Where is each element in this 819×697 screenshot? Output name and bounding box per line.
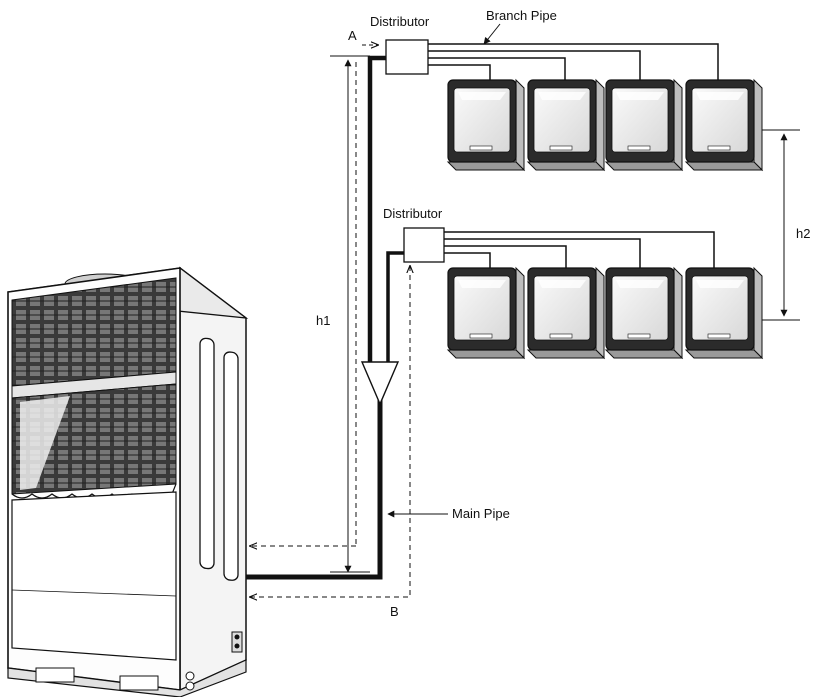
indoor-unit [604, 78, 684, 172]
branch-pipe-leader [483, 23, 501, 45]
label-distributor-top: Distributor [370, 14, 430, 29]
indoor-units [446, 78, 764, 360]
main-pipe-lower [386, 251, 404, 362]
indoor-unit [526, 78, 606, 172]
outdoor-unit [7, 266, 249, 697]
indoor-unit [684, 266, 764, 360]
indoor-unit [604, 266, 684, 360]
label-main-pipe: Main Pipe [452, 506, 510, 521]
y-joint [360, 361, 400, 406]
side-vent-slot [199, 337, 215, 570]
indoor-unit [526, 266, 606, 360]
indoor-unit [446, 266, 526, 360]
label-point-b: B [390, 604, 399, 619]
outdoor-unit-lower-panel [11, 491, 177, 661]
distributor-top [385, 39, 429, 75]
branch-pipes-bottom [444, 231, 715, 268]
main-pipe-upper [367, 55, 386, 362]
label-h1: h1 [316, 313, 330, 328]
indoor-unit [684, 78, 764, 172]
piping [246, 23, 800, 597]
main-pipe [246, 400, 383, 580]
label-distributor-bottom: Distributor [383, 206, 443, 221]
indoor-unit [446, 78, 526, 172]
service-port [231, 631, 243, 653]
label-point-a: A [348, 28, 357, 43]
dashed-path-b [250, 266, 410, 597]
label-branch-pipe: Branch Pipe [486, 8, 557, 23]
distributor-bottom [403, 227, 445, 263]
branch-pipes-top [428, 43, 719, 80]
label-h2: h2 [796, 226, 810, 241]
side-vent-slot [223, 351, 239, 581]
